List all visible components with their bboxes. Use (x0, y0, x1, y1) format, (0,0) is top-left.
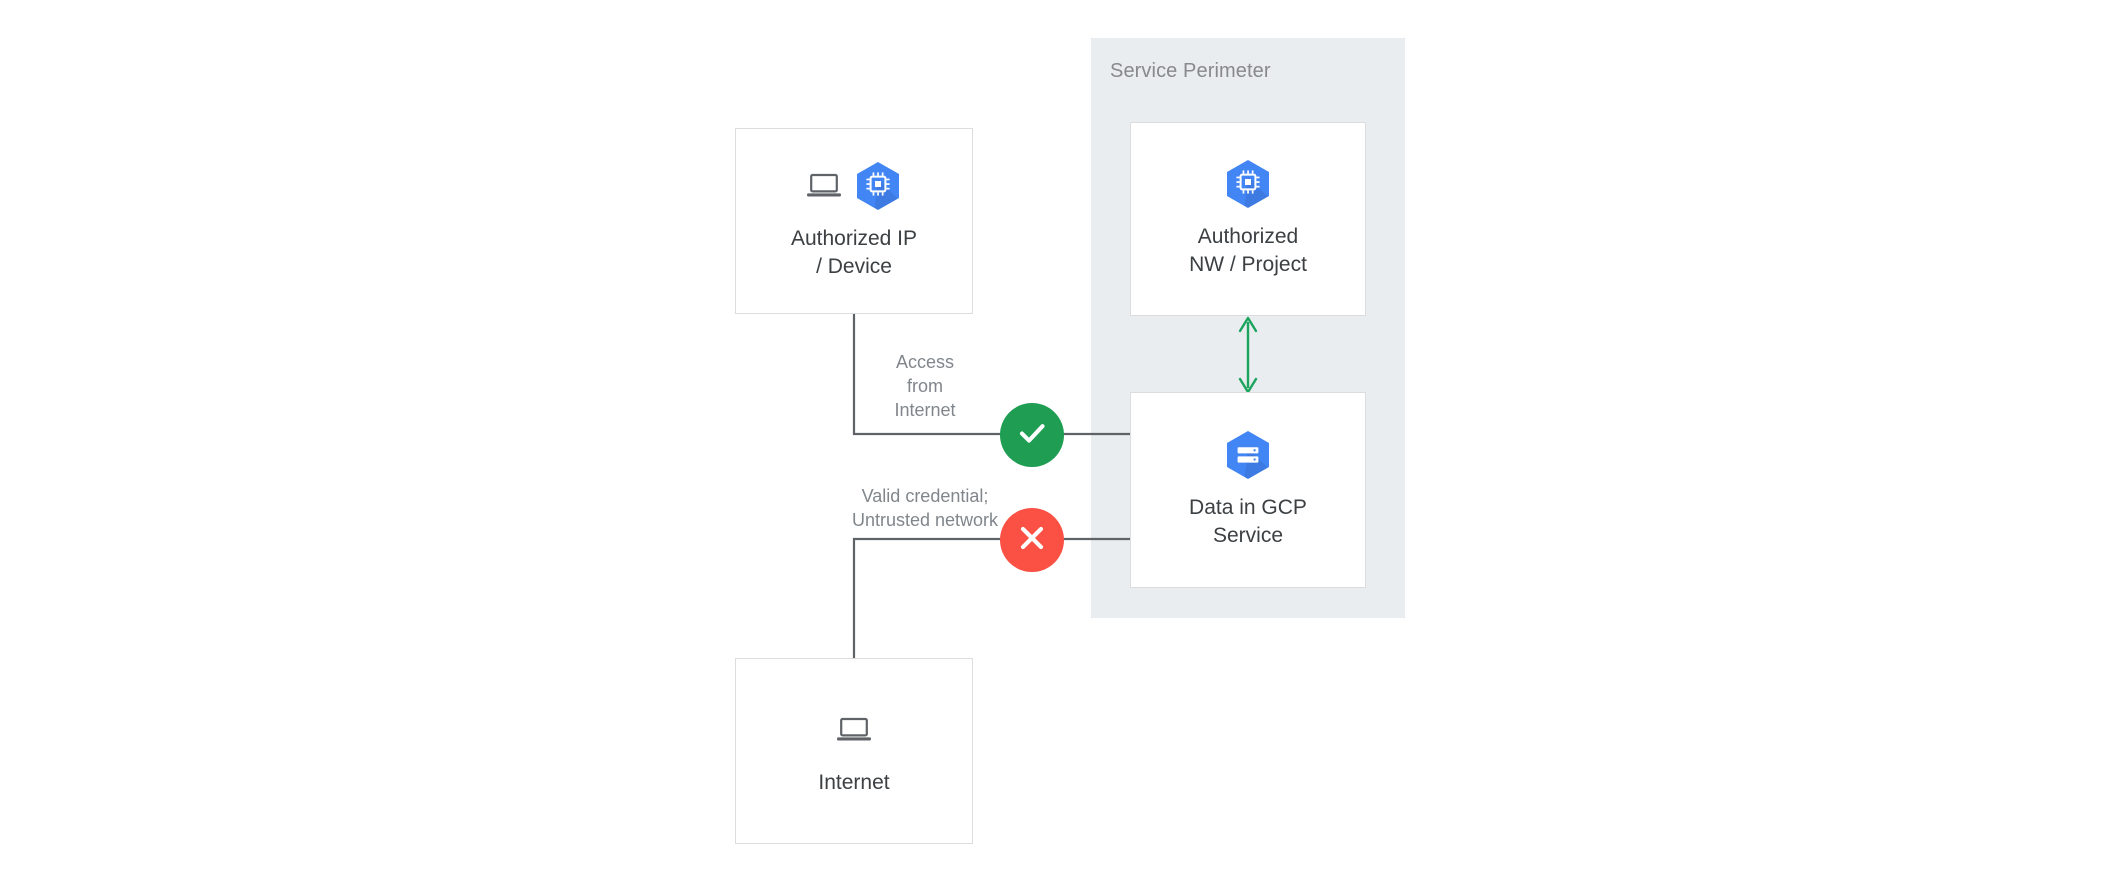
status-badge-allowed[interactable] (1000, 403, 1064, 467)
check-icon (1014, 415, 1050, 456)
compute-engine-icon (1225, 159, 1271, 209)
edge-label-denied: Valid credential; Untrusted network (851, 486, 999, 530)
node-internet-label: Internet (818, 771, 890, 794)
node-data-gcp-label: Data in GCP Service (1189, 496, 1307, 547)
node-data-gcp-icons (1225, 430, 1271, 480)
node-authorized-nw-icons (1225, 159, 1271, 209)
laptop-icon (807, 173, 841, 199)
node-data-gcp[interactable]: Data in GCP Service (1130, 392, 1366, 588)
close-icon (1015, 521, 1049, 560)
node-authorized-device-icons (807, 161, 901, 211)
connector-denied-path (852, 537, 1130, 658)
node-internet[interactable]: Internet (735, 658, 973, 844)
node-authorized-device-label: Authorized IP / Device (790, 227, 918, 278)
compute-engine-icon (855, 161, 901, 211)
node-internet-icons (837, 705, 871, 755)
node-authorized-device[interactable]: Authorized IP / Device (735, 128, 973, 314)
node-authorized-nw-label: Authorized NW / Project (1189, 225, 1307, 276)
status-badge-denied[interactable] (1000, 508, 1064, 572)
cloud-storage-icon (1225, 430, 1271, 480)
node-authorized-nw[interactable]: Authorized NW / Project (1130, 122, 1366, 316)
edge-label-allowed: Access from Internet (894, 352, 956, 420)
service-perimeter-label: Service Perimeter (1110, 60, 1271, 82)
laptop-icon (837, 717, 871, 743)
